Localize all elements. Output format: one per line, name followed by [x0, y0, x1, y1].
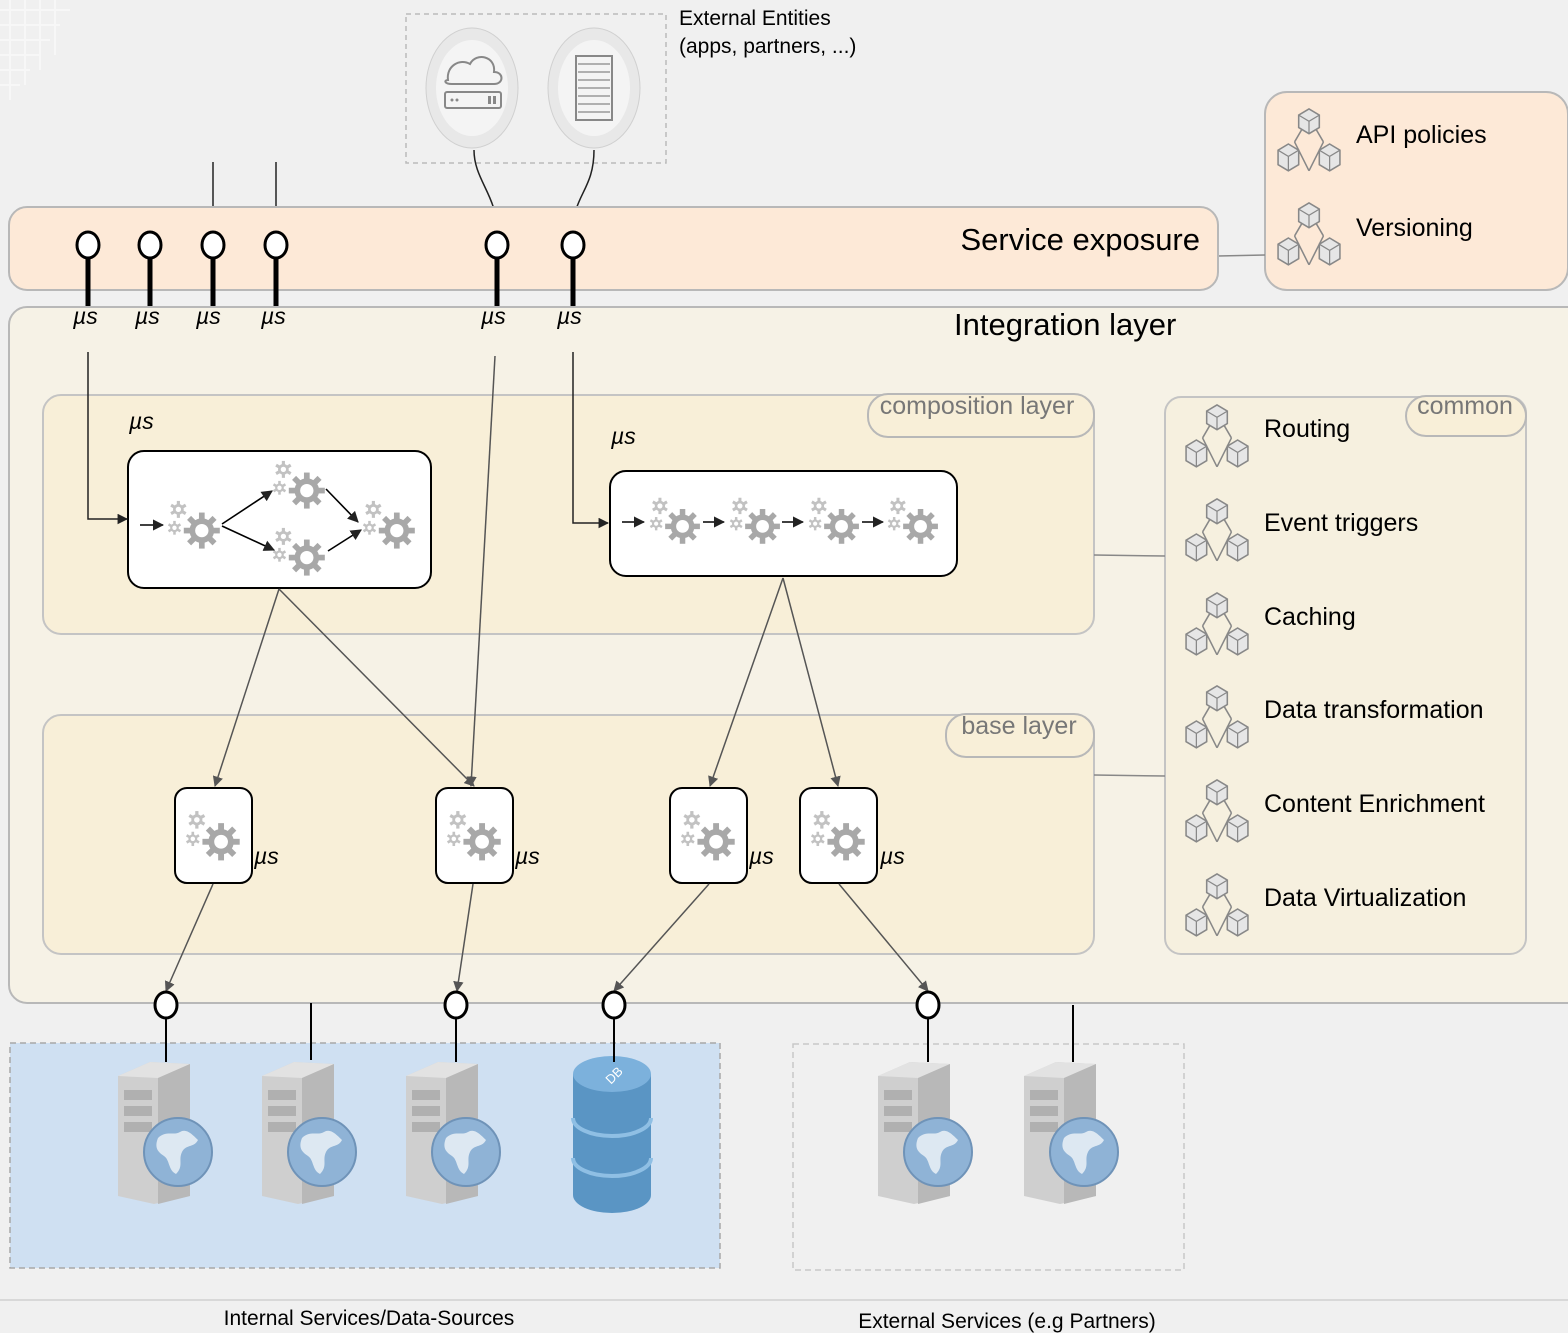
common-panel: common Routing Event triggers Caching Da…	[1164, 392, 1527, 955]
external-entities-sublabel: (apps, partners, ...)	[679, 35, 856, 58]
base-layer-tag: base layer	[961, 712, 1076, 740]
base-services: µs µs µs µs	[174, 787, 905, 884]
exposure-endpoints	[75, 230, 586, 306]
microservice-label: µs	[134, 303, 160, 329]
microservice-label: µs	[610, 423, 636, 449]
microservice-label: µs	[748, 843, 774, 869]
endpoint-labels: µs µs µs µs µs µs	[72, 303, 582, 329]
common-item: Data transformation	[1264, 696, 1484, 724]
microservice-label: µs	[514, 843, 540, 869]
composite-service-pipeline	[609, 470, 958, 577]
common-item: Content Enrichment	[1264, 790, 1485, 818]
external-services-zone	[792, 1043, 1185, 1271]
composite-service-parallel	[127, 450, 432, 589]
common-item: Caching	[1264, 603, 1356, 631]
external-entities-label: External Entities	[679, 7, 831, 30]
common-item: Routing	[1264, 415, 1350, 443]
integration-layer-title: Integration layer	[954, 307, 1176, 342]
microservice-label: µs	[556, 303, 582, 329]
common-item: Event triggers	[1264, 509, 1418, 537]
policy-item-versioning: Versioning	[1356, 214, 1473, 242]
microservice-label: µs	[128, 408, 154, 434]
microservice-label: µs	[480, 303, 506, 329]
base-layer: base layer	[42, 712, 1095, 955]
external-entities-group: External Entities (apps, partners, ...)	[405, 7, 856, 164]
external-services-label: External Services (e.g Partners)	[858, 1310, 1156, 1333]
service-exposure-title: Service exposure	[960, 222, 1200, 257]
microservice-label: µs	[879, 843, 905, 869]
common-tag: common	[1417, 392, 1513, 420]
web-server-icon	[1023, 1061, 1119, 1205]
flow-lines	[87, 352, 929, 993]
microservice-label: µs	[260, 303, 286, 329]
internal-services-zone: DB	[9, 1042, 721, 1269]
footer: Internal Services/Data-Sources External …	[0, 1299, 1568, 1333]
service-exposure-bar: Service exposure	[8, 206, 1219, 291]
microservice-label: µs	[253, 843, 279, 869]
internal-services-label: Internal Services/Data-Sources	[224, 1307, 515, 1330]
backend-endpoints	[153, 990, 1074, 1062]
web-server-icon	[877, 1061, 973, 1205]
microservice-label: µs	[72, 303, 98, 329]
policies-connector	[1217, 254, 1266, 257]
decorative-pattern	[0, 0, 70, 100]
microservice-label: µs	[195, 303, 221, 329]
rack-server-icon	[547, 27, 641, 149]
composition-layer-tag: composition layer	[880, 392, 1075, 420]
common-item: Data Virtualization	[1264, 884, 1466, 912]
policy-item-api: API policies	[1356, 121, 1487, 149]
policies-panel: API policies Versioning	[1264, 91, 1568, 291]
common-connectors	[1093, 554, 1166, 777]
cloud-server-icon	[425, 27, 519, 149]
database-icon: DB	[571, 1056, 653, 1213]
